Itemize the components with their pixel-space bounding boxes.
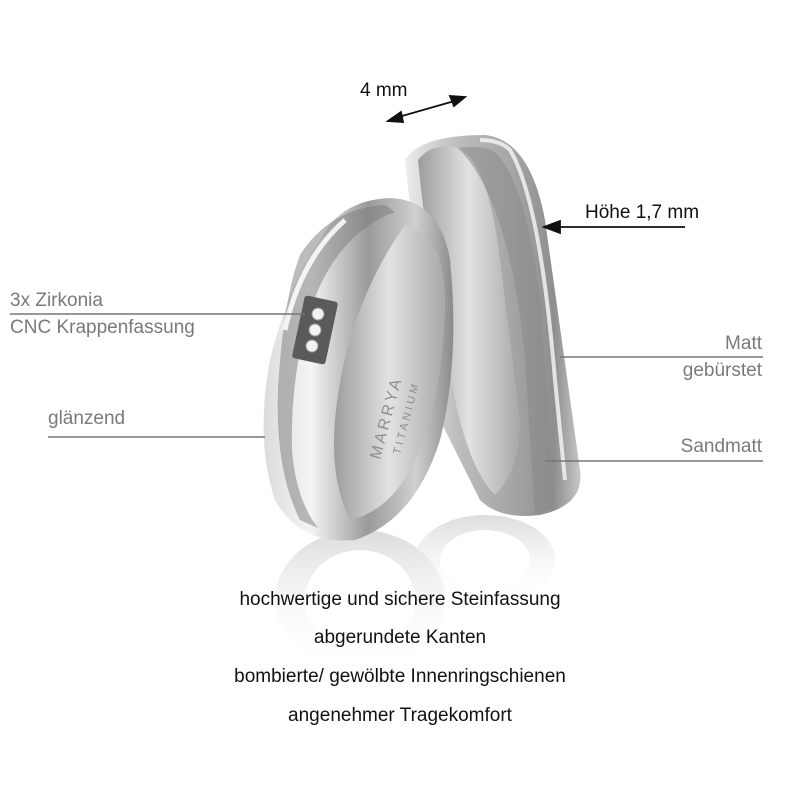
width-label: 4 mm [360,80,408,101]
feature-4: angenehmer Tragekomfort [288,705,512,726]
matte-label-line2: gebürstet [682,360,762,381]
ring-reflection [275,515,555,670]
feature-3: bombierte/ gewölbte Innenringschienen [234,666,566,687]
left-ring [263,198,454,541]
feature-1: hochwertige und sichere Steinfassung [239,589,561,610]
height-arrow [541,219,685,235]
feature-2: abgerundete Kanten [313,627,487,648]
glossy-label: glänzend [48,408,126,429]
stones-label-line2: CNC Krappenfassung [10,317,195,338]
width-arrow [385,95,468,123]
sandmatt-label: Sandmatt [680,436,762,457]
height-label: Höhe 1,7 mm [585,202,700,223]
annotation-lines [10,313,763,462]
stones-label-line1: 3x Zirkonia [10,290,103,311]
matte-label-line1: Matt [725,333,762,354]
right-ring [405,135,581,516]
